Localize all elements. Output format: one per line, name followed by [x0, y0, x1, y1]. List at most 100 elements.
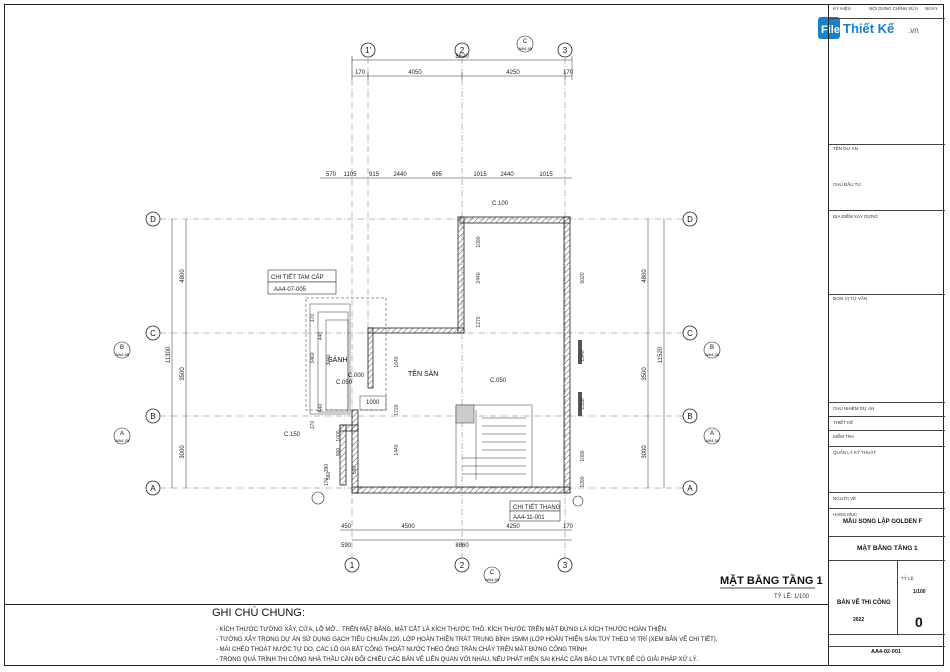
tb-header-3: NGÀY — [925, 6, 938, 11]
dim-bottom-1: 4500 — [401, 524, 415, 530]
section-a-left: A — [120, 431, 124, 437]
notes-title: GHI CHÚ CHUNG: — [212, 607, 305, 619]
entry-steps — [305, 297, 387, 415]
grid-label-2-top: 2 — [460, 46, 465, 55]
room-label-ten-san: TÊN SÀN — [408, 369, 438, 378]
section-b-right-ref: WA4-05 — [705, 352, 720, 357]
dim-top-end-right: 170 — [563, 70, 574, 76]
tb-stage: BẢN VẼ THI CÔNG — [837, 600, 891, 606]
level-mark-c150: C.150 — [284, 432, 301, 438]
grid-label-c-left: C — [150, 329, 156, 338]
grid-bubble-a-right — [682, 480, 698, 496]
grid-label-c-right: C — [687, 329, 693, 338]
note-3: - MÁI CHÉO THOÁT NƯỚC TỰ DO, CÁC LÔ GIA … — [216, 647, 587, 653]
staircase — [455, 404, 533, 488]
tb-row-qa: QUẢN LÝ KỸ THUẬT — [833, 450, 877, 455]
grid-bubble-2-top — [454, 42, 470, 58]
section-a-right-ref: WA4-05 — [705, 438, 720, 443]
dim-inner-value: 1000 — [336, 430, 342, 441]
section-c-bottom-ref: WA4-05 — [485, 577, 500, 582]
dim-inner-value: 590 — [352, 466, 358, 475]
grid-label-3-bottom: 3 — [563, 561, 568, 570]
tb-header-2: NỘI DUNG CHỈNH SỬA — [869, 6, 919, 11]
floor-plan: 1' 2 3 1 2 3 D C B A D C B A 8520 — [113, 35, 823, 600]
dim-left-1: 4800 — [180, 269, 186, 283]
dim-inner-value: 170 — [310, 421, 316, 430]
dim-bottom-right: 170 — [563, 524, 574, 530]
dim-inner-value: 3460 — [310, 352, 316, 363]
dim-inner-value: 1640 — [394, 356, 400, 367]
brand-logo: File Thiết Kế .vn — [818, 14, 940, 42]
level-mark-c100-top: C.100 — [492, 201, 509, 207]
grid-bubble-b-right — [682, 408, 698, 424]
tb-row-drawer: NGƯỜI VẼ — [833, 496, 856, 501]
grid-label-d-right: D — [687, 215, 693, 224]
grid-label-2-bottom: 2 — [460, 561, 465, 570]
grid-label-1-bottom: 1 — [350, 561, 355, 570]
grid-bubble-c-right — [682, 325, 698, 341]
section-c-top-ref: WA4-05 — [518, 46, 533, 51]
dim-row2-value: 2440 — [500, 172, 514, 178]
grid-bubble-1-bottom — [344, 557, 360, 573]
dim-inner-value: 3040 — [326, 354, 332, 365]
tb-row-design: THIẾT KẾ — [833, 420, 854, 425]
level-mark-c000: C.000 — [348, 373, 365, 379]
grid-label-a-left: A — [150, 484, 156, 493]
dim-left-3: 3000 — [180, 445, 186, 459]
dim-row2-value: 2440 — [393, 172, 407, 178]
tb-revision: 0 — [915, 614, 923, 630]
grid-label-d-left: D — [150, 215, 156, 224]
grid-bubble-3-bottom — [557, 557, 573, 573]
dim-inner-value: 170 — [324, 478, 330, 487]
section-markers — [113, 35, 721, 584]
dim-inner-value: 900 — [336, 448, 342, 457]
tb-scale-value: 1/100 — [913, 589, 926, 595]
grid-bubble-b-left — [145, 408, 161, 424]
dim-left-total: 11300 — [166, 346, 172, 363]
tb-row-project: TÊN DỰ ÁN — [833, 146, 858, 151]
dim-top-total: 8520 — [455, 54, 469, 60]
grid-bubble-d-left — [145, 211, 161, 227]
tb-project-name: MẪU SONG LẬP GOLDEN F — [843, 519, 923, 525]
dim-right-3: 3000 — [642, 445, 648, 459]
detail-ladder-ref-box — [509, 510, 561, 522]
grid-lines — [160, 58, 690, 560]
dim-inner-value: 1270 — [476, 316, 482, 327]
logo-file-text: File — [821, 24, 840, 36]
dim-inner-value: 1540 — [580, 350, 586, 361]
dim-row2-value: 1015 — [473, 172, 487, 178]
dim-inner-value: 5020 — [580, 272, 586, 283]
tb-row-owner: CHỦ ĐẦU TƯ — [833, 182, 862, 187]
grid-bubble-1p-top — [360, 42, 376, 58]
logo-brand-text: Thiết Kế — [843, 21, 895, 36]
section-a-right: A — [710, 431, 714, 437]
title-block: KÝ HIỆU NỘI DUNG CHỈNH SỬA NGÀY TÊN DỰ Á… — [828, 4, 945, 666]
grid-label-b-left: B — [150, 412, 155, 421]
dim-row2-value: 1105 — [344, 172, 358, 178]
tb-year: 2022 — [853, 617, 865, 623]
grid-label-3-top: 3 — [563, 46, 568, 55]
dim-inner-value: 170 — [310, 314, 316, 323]
room-label-sanh: SẢNH — [328, 355, 347, 364]
grid-bubble-2-bottom — [454, 557, 470, 573]
dim-inner-value: 440 — [318, 332, 324, 341]
section-b-left: B — [120, 345, 124, 351]
section-c-top: C — [523, 39, 528, 45]
level-mark-c050-b: C.050 — [490, 378, 507, 384]
walls — [339, 216, 582, 494]
dim-top-end-left: 170 — [355, 70, 366, 76]
grid-bubble-3-top — [557, 42, 573, 58]
dim-inner-value: 440 — [318, 404, 324, 413]
grid-label-b-right: B — [687, 412, 692, 421]
section-b-right: B — [710, 345, 714, 351]
dim-row2-value: 570 — [326, 172, 337, 178]
grid-bubble-a-left — [145, 480, 161, 496]
detail-stair-label: CHI TIẾT TAM CẤP — [271, 274, 324, 281]
detail-ladder-ref: AA4-11-001 — [513, 515, 545, 521]
note-2: - TƯỜNG XÂY TRONG DỰ ÁN SỬ DỤNG GẠCH TIÊ… — [216, 637, 718, 643]
logo-domain-text: .vn — [908, 26, 919, 35]
section-b-left-ref: WA4-05 — [115, 352, 130, 357]
note-4: - TRONG QUÁ TRÌNH THI CÔNG NHÀ THẦU CẦN … — [216, 657, 699, 663]
dim-left-2: 3500 — [180, 367, 186, 381]
